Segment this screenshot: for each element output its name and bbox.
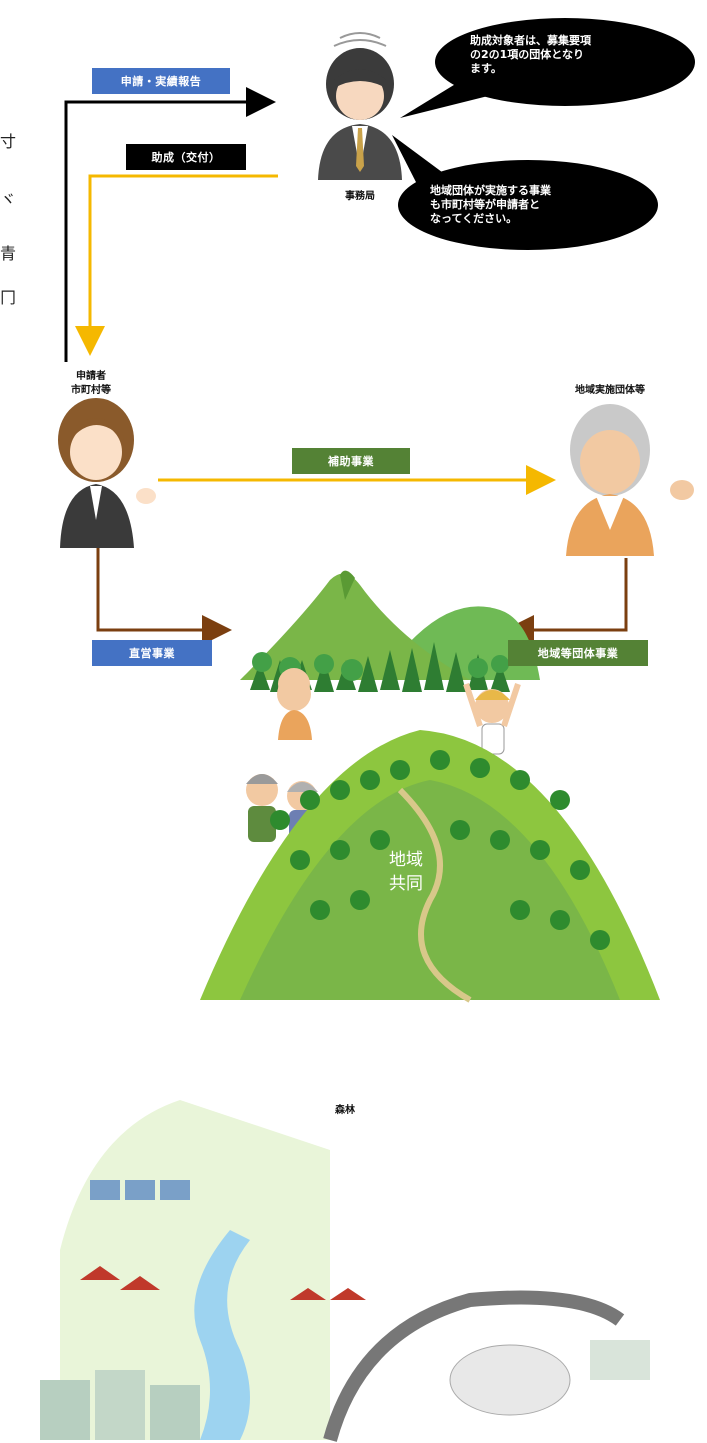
applicant-caption: 申請者 市町村等 <box>46 370 136 398</box>
grant-arrow <box>75 174 278 356</box>
applicant-caption-line-1: 申請者 <box>76 371 106 382</box>
waving-old-man-figure <box>277 677 311 711</box>
bubble-top-line-2: の2の1項の団体となり <box>470 48 584 61</box>
road-illustration <box>323 1290 625 1442</box>
edge-char-2: ヾ <box>0 190 17 209</box>
bubble-bottom-line-2: も市町村等が申請者と <box>430 198 540 211</box>
group-arrow <box>504 558 628 645</box>
community-old-man-body <box>278 710 312 740</box>
bubble-bottom-text: 地域団体が実施する事業 も市町村等が申請者と なってください。 <box>430 184 630 226</box>
application-label: 申請・実績報告 <box>92 68 230 94</box>
applicant-illustration <box>58 398 156 548</box>
office-caption: 事務局 <box>345 191 375 202</box>
community-circle-text: 地域 共同 <box>356 848 456 896</box>
bubble-top-text: 助成対象者は、募集要項 の2の1項の団体となり ます。 <box>470 34 670 76</box>
forest-label: 森林 <box>335 1105 355 1116</box>
bubble-bottom-line-3: なってください。 <box>430 212 518 225</box>
speech-bubble-bottom <box>392 135 658 250</box>
edge-char-3: 青 <box>0 244 17 263</box>
edge-char-4: 冂 <box>0 288 17 307</box>
speech-bubble-top <box>400 18 695 118</box>
edge-char-1: 寸 <box>0 132 17 151</box>
implementer-caption: 地域実施団体等 <box>575 385 645 396</box>
town-illustration <box>40 1100 650 1442</box>
city-buildings-illustration <box>40 1370 200 1440</box>
direct-arrow <box>96 548 232 645</box>
forest-mountain-illustration <box>240 570 540 692</box>
bubble-bottom-line-1: 地域団体が実施する事業 <box>430 184 551 197</box>
village-mountain-illustration <box>200 730 660 1003</box>
bubble-top-line-3: ます。 <box>470 62 502 75</box>
community-line-1: 地域 <box>389 850 423 870</box>
community-line-2: 共同 <box>389 874 423 894</box>
subsidy-label: 補助事業 <box>292 448 410 474</box>
river-illustration <box>194 1230 250 1440</box>
application-arrow <box>64 87 276 362</box>
cheering-woman-illustration <box>463 683 521 755</box>
implementer-illustration <box>566 404 694 556</box>
houses-illustration <box>80 1266 366 1300</box>
group-label: 地域等団体事業 <box>508 640 648 666</box>
bubble-top-line-1: 助成対象者は、募集要項 <box>470 34 591 47</box>
applicant-caption-line-2: 市町村等 <box>71 385 111 396</box>
office-worker-illustration <box>318 32 402 180</box>
stadium-illustration <box>449 1340 650 1416</box>
direct-label: 直営事業 <box>92 640 212 666</box>
grant-label: 助成（交付） <box>126 144 246 170</box>
factory-illustration <box>90 1180 190 1200</box>
